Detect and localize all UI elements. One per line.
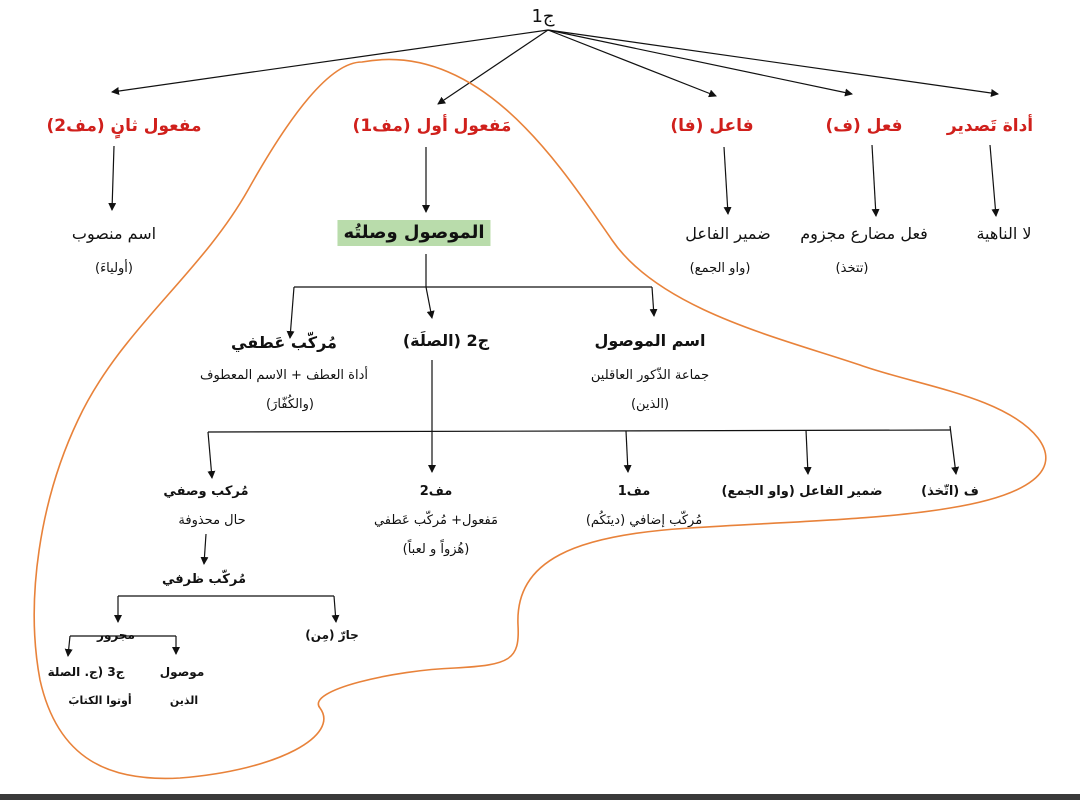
node-maf1: مف1 — [617, 484, 651, 499]
node-f-ittakhadhu: ف (اتّخذ) — [921, 484, 979, 499]
value-ism-mansub: اسم منصوب — [71, 224, 157, 243]
root-node: ج1 — [531, 6, 555, 27]
node-murakkab-wasfi: مُركب وصفي — [163, 484, 249, 499]
node-murakkab-atfi: مُركّب عَطفي — [231, 333, 337, 352]
node-fiil: فعل (ف) — [825, 116, 903, 136]
example-huzuwan: (هُزواً و لعباً) — [402, 542, 470, 557]
value-damir-fael: ضمير الفاعل — [685, 224, 771, 243]
example-tattakhith: (تتخذ) — [835, 261, 869, 276]
node-mafool-thani: مفعول ثانٍ (مف2) — [46, 116, 202, 136]
node-jar-min: جارّ (مِن) — [305, 628, 359, 642]
node-adat-tasdir: أداة تَصدير — [946, 116, 1034, 136]
node-murakkab-zarfi: مُركّب ظرفي — [162, 572, 246, 587]
node-mafool-awwal: مَفعول أول (مف1) — [352, 116, 512, 136]
value-mawsul-silatuh: الموصول وصلتُه — [337, 220, 491, 246]
arrow-root-to-tasdir — [547, 29, 999, 97]
desc-hal-mahdhufa: حال محذوفة — [178, 513, 246, 528]
node-damir-fael-waw: ضمير الفاعل (واو الجمع) — [721, 484, 883, 499]
node-j3-sila: ج3 (ج. الصلة — [47, 665, 125, 679]
node-j2-sila: ج2 (الصلَة) — [402, 331, 490, 350]
example-kuffar: (والكُفّارَ) — [266, 397, 314, 412]
value-la-nahiya: لا الناهية — [976, 224, 1032, 243]
node-majrur: مجرور — [97, 628, 135, 642]
desc-murakkab-idafi: مُركّب إضافي (دينَكُم) — [585, 513, 703, 528]
example-alladhina-2: الذين — [169, 694, 199, 707]
node-mawsul: موصول — [159, 665, 205, 679]
bottom-bar — [0, 794, 1080, 800]
example-utu-alkitab: أوتوا الكتابَ — [68, 694, 132, 707]
desc-mafool-atfi: مَفعول+ مُركّب عَطفي — [373, 513, 499, 528]
example-awliyaa: (أولياءَ) — [95, 261, 133, 276]
example-waw-jam: (واو الجمع) — [689, 261, 751, 276]
arrow-root-to-fael — [547, 29, 717, 98]
arrow-root-to-mafool1 — [437, 29, 549, 105]
example-alladhina: (الذين) — [630, 397, 670, 412]
node-ism-mawsul: اسم الموصول — [594, 331, 706, 350]
node-maf2: مف2 — [419, 484, 453, 499]
arrow-root-to-mafool2 — [111, 29, 549, 95]
node-fael: فاعل (فا) — [670, 116, 754, 136]
desc-ism-mawsul: جماعة الذّكور العاقلين — [590, 368, 710, 383]
subject-enclosure-curve — [33, 58, 1047, 780]
arrow-root-to-fiil — [547, 29, 853, 97]
desc-murakkab-atfi: أداة العطف + الاسم المعطوف — [200, 368, 368, 383]
value-fiil-mudari: فعل مضارع مجزوم — [800, 224, 928, 243]
